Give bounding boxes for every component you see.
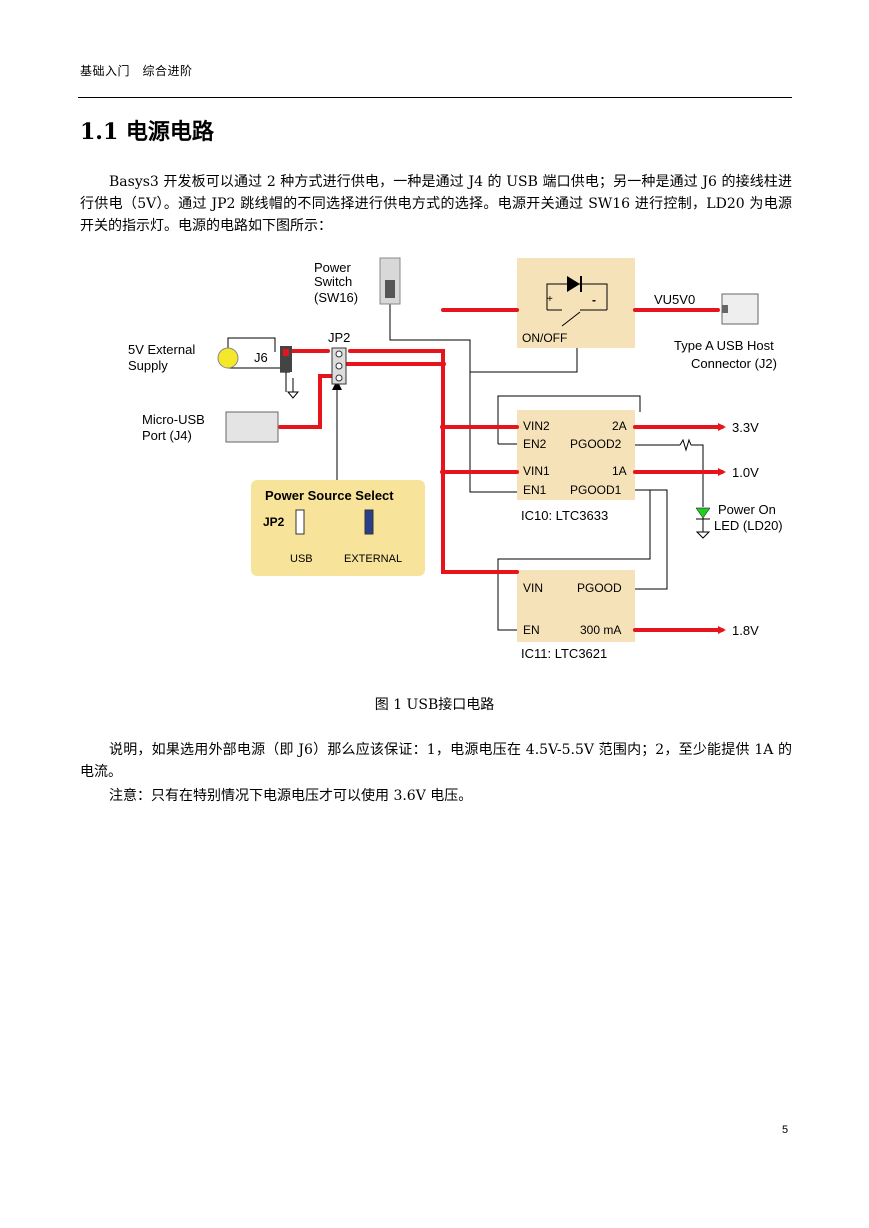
pss-title: Power Source Select	[265, 488, 394, 503]
ext-supply-label-2: Supply	[128, 358, 168, 373]
power-source-select-box	[251, 480, 425, 576]
ic11-300ma: 300 mA	[580, 623, 621, 637]
ic10-box	[517, 410, 635, 500]
ic10-vin1: VIN1	[523, 464, 550, 478]
switch-box	[517, 258, 635, 348]
pss-usb-label: USB	[290, 553, 313, 565]
usb-host-label-2: Connector (J2)	[691, 356, 777, 371]
ext-supply-label: 5V External	[128, 342, 195, 357]
vu5v0-label: VU5V0	[654, 292, 695, 307]
power-switch-label-2: Switch	[314, 274, 352, 289]
external-supply-icon	[217, 347, 239, 369]
ic11-pgood: PGOOD	[577, 581, 622, 595]
plus-label: +	[547, 294, 553, 305]
v10-label: 1.0V	[732, 465, 759, 480]
note-paragraph: 说明，如果选用外部电源（即 J6）那么应该保证：1，电源电压在 4.5V-5.5…	[80, 742, 792, 780]
ic11-vin: VIN	[523, 581, 543, 595]
header-rule	[78, 97, 792, 98]
ic11-name: IC11: LTC3621	[521, 646, 607, 661]
v18-label: 1.8V	[732, 623, 759, 638]
warning-paragraph: 注意：只有在特别情况下电源电压才可以使用 3.6V 电压。	[109, 788, 473, 804]
power-circuit-diagram: Power Switch (SW16) 5V External Supply J…	[128, 257, 783, 661]
v33-label: 3.3V	[732, 420, 759, 435]
power-switch-label-3: (SW16)	[314, 290, 358, 305]
power-switch-label: Power	[314, 260, 352, 275]
micro-usb-port-icon	[225, 411, 279, 443]
ic10-en2: EN2	[523, 437, 547, 451]
signal-wires	[227, 283, 711, 631]
pss-external-label: EXTERNAL	[344, 553, 402, 565]
ic10-name: IC10: LTC3633	[521, 508, 608, 523]
on-off-label: ON/OFF	[522, 331, 567, 345]
micro-usb-label-2: Port (J4)	[142, 428, 192, 443]
led-label: Power On	[718, 502, 776, 517]
ic10-pgood2: PGOOD2	[570, 437, 622, 451]
micro-usb-label: Micro-USB	[142, 412, 205, 427]
ic11-box	[517, 570, 635, 642]
running-header: 基础入门 综合进阶	[80, 64, 193, 78]
led-label-2: LED (LD20)	[714, 518, 783, 533]
jumper-usb-icon	[295, 509, 305, 535]
power-rails	[278, 308, 724, 632]
intro-paragraph: Basys3 开发板可以通过 2 种方式进行供电，一种是通过 J4 的 USB …	[80, 174, 792, 234]
usb-host-label: Type A USB Host	[674, 338, 774, 353]
j6-label: J6	[254, 350, 268, 365]
jp2-label: JP2	[328, 330, 350, 345]
ic10-pgood1: PGOOD1	[570, 483, 622, 497]
ic10-2a: 2A	[612, 419, 627, 433]
ic10-vin2: VIN2	[523, 419, 550, 433]
figure-caption: 图 1 USB接口电路	[374, 697, 495, 713]
section-title: 1.1 电源电路	[80, 119, 214, 145]
ic10-en1: EN1	[523, 483, 547, 497]
jumper-external-icon	[364, 509, 374, 535]
ic10-1a: 1A	[612, 464, 627, 478]
pss-jp2-label: JP2	[263, 515, 285, 529]
minus-label: -	[592, 293, 596, 307]
ic11-en: EN	[523, 623, 540, 637]
page-number: 5	[782, 1124, 789, 1136]
